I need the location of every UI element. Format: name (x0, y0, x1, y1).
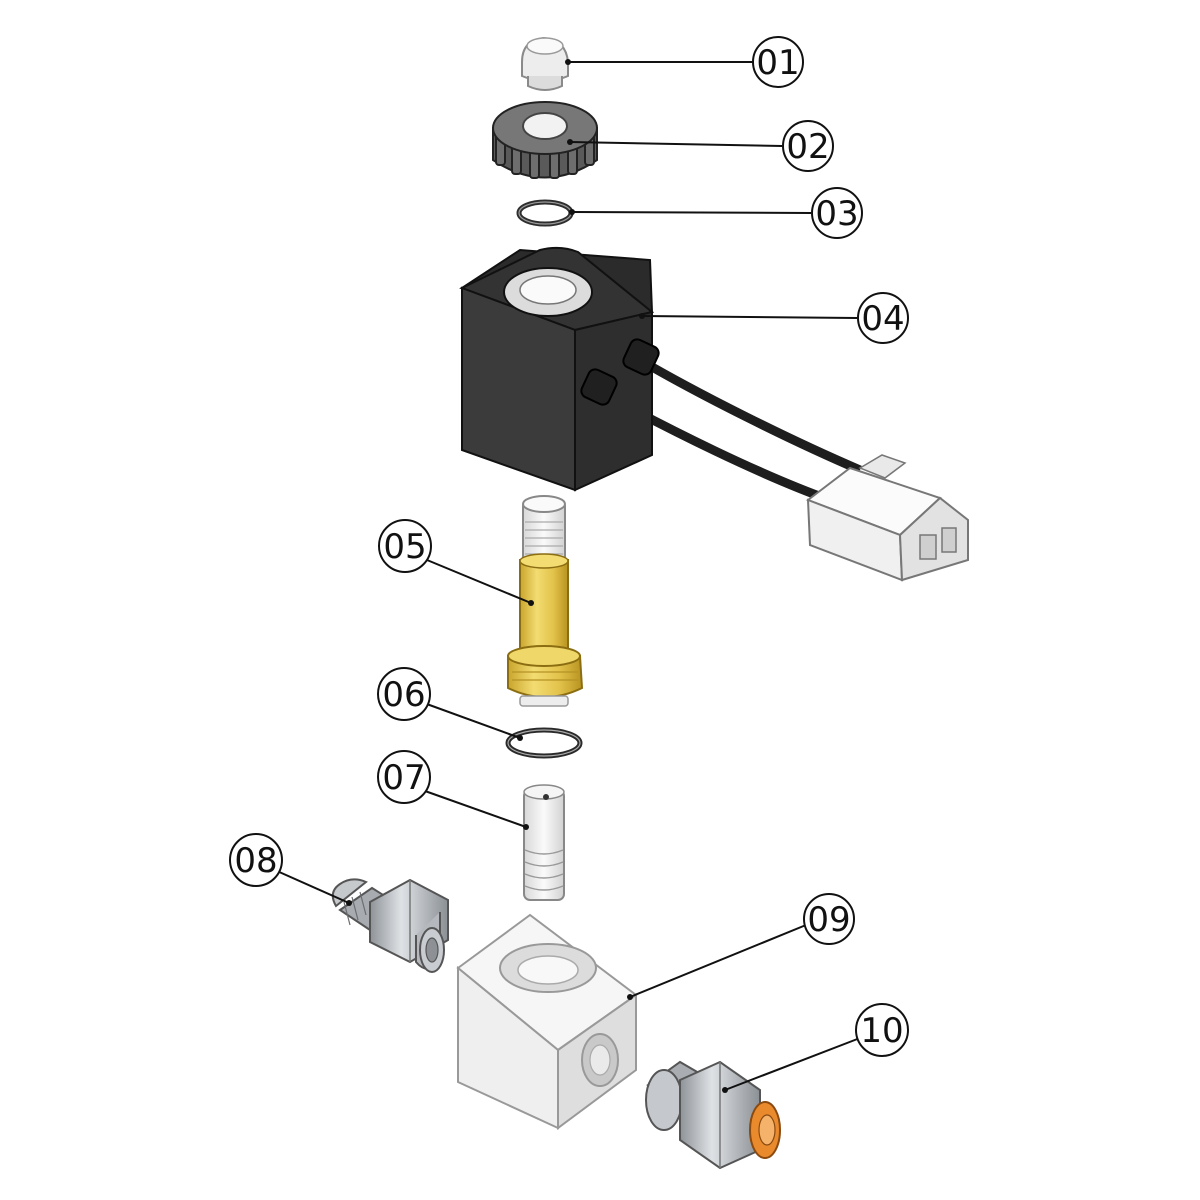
callout-08-label: 08 (234, 841, 277, 881)
leader-08 (276, 870, 350, 904)
callout-05: 05 (378, 519, 432, 573)
leader-03 (571, 211, 812, 214)
callout-06: 06 (377, 667, 431, 721)
callout-07-label: 07 (382, 758, 425, 798)
callout-02: 02 (782, 120, 834, 172)
o-ring-large-part (505, 727, 583, 759)
callout-09-label: 09 (807, 900, 850, 940)
leader-07 (424, 790, 527, 828)
leader-09 (629, 924, 807, 998)
o-ring-small-part (516, 199, 574, 227)
callout-05-label: 05 (383, 527, 426, 567)
solenoid-coil-part (459, 246, 969, 582)
leader-05 (426, 559, 532, 604)
callout-04-label: 04 (861, 299, 904, 339)
callout-10: 10 (855, 1003, 909, 1057)
knurled-nut-part (492, 101, 598, 179)
leader-04 (641, 315, 858, 319)
armature-tube-part (507, 495, 584, 707)
callout-10-label: 10 (860, 1011, 903, 1051)
callout-09: 09 (803, 893, 855, 945)
callout-08: 08 (229, 833, 283, 887)
callout-01: 01 (752, 36, 804, 88)
cap-part (521, 36, 569, 91)
plunger-part (523, 784, 565, 901)
callout-02-label: 02 (786, 127, 829, 167)
push-fitting-part (645, 1060, 781, 1170)
connector-plug (805, 454, 969, 582)
leader-06 (423, 702, 521, 739)
leader-10 (724, 1037, 861, 1091)
callout-03: 03 (811, 187, 863, 239)
leader-dots (346, 59, 728, 1093)
callout-07: 07 (377, 750, 431, 804)
threaded-fitting-part (331, 878, 449, 973)
callout-03-label: 03 (815, 194, 858, 234)
valve-body-part (456, 913, 638, 1130)
leader-02 (569, 141, 783, 147)
leader-lines (276, 61, 861, 1091)
callout-01-label: 01 (756, 43, 799, 83)
callout-04: 04 (857, 292, 909, 344)
callout-06-label: 06 (382, 675, 425, 715)
